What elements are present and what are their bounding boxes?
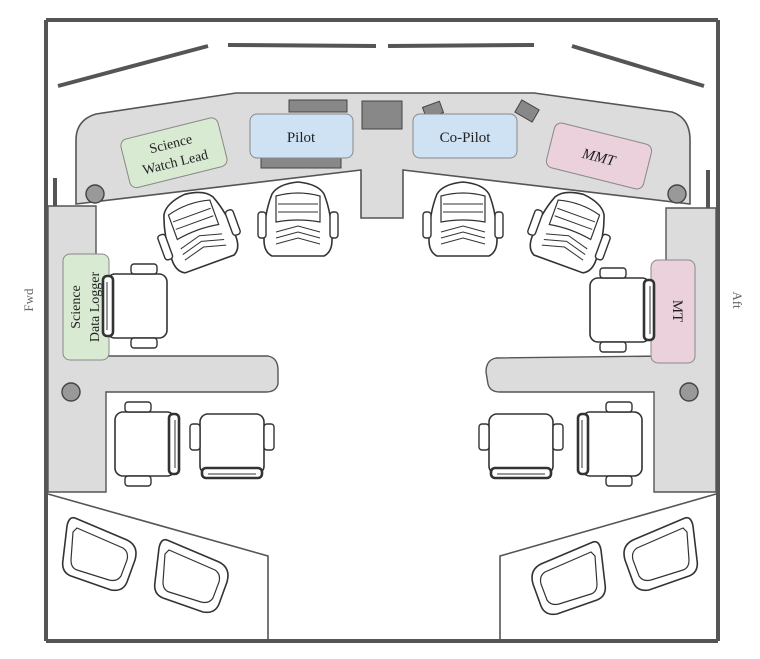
forward-label: Fwd (21, 288, 36, 312)
chair-mmt (519, 179, 623, 279)
station-co-pilot: Co-Pilot (412, 113, 518, 159)
chair-mt (588, 266, 656, 354)
chair-co-pilot (422, 181, 504, 257)
station-pilot: Pilot (249, 113, 354, 159)
rear-seat-left-2 (153, 538, 229, 614)
mt-label: MT (669, 300, 685, 323)
chair-science-watch-lead (145, 179, 249, 279)
pilot-label: Pilot (287, 130, 316, 146)
left-side-console (47, 205, 279, 493)
rear-seat-right-2 (623, 516, 699, 592)
station-mt: MT (650, 259, 696, 364)
marker-mr (679, 382, 699, 402)
chair-mid-right-1 (477, 412, 565, 480)
right-side-console (485, 207, 717, 493)
rear-partitions (47, 493, 717, 641)
main-console (75, 92, 691, 219)
science-data-logger-line1: Science (69, 285, 84, 329)
chair-mid-left-2 (188, 412, 276, 480)
rear-seat-left-1 (61, 516, 137, 592)
chair-mid-right-2 (576, 400, 644, 488)
station-science-data-logger: Science Data Logger (62, 253, 110, 361)
chair-pilot (257, 181, 339, 257)
marker-ml (61, 382, 81, 402)
marker-fr (667, 184, 687, 204)
aft-label: Aft (730, 291, 745, 309)
marker-fl (85, 184, 105, 204)
station-mmt: MMT (545, 122, 653, 190)
science-data-logger-line2: Data Logger (88, 271, 103, 342)
rear-seat-right-1 (531, 540, 607, 616)
co-pilot-label: Co-Pilot (440, 130, 492, 146)
chair-science-data-logger (101, 262, 169, 350)
chair-mid-left-1 (113, 400, 181, 488)
